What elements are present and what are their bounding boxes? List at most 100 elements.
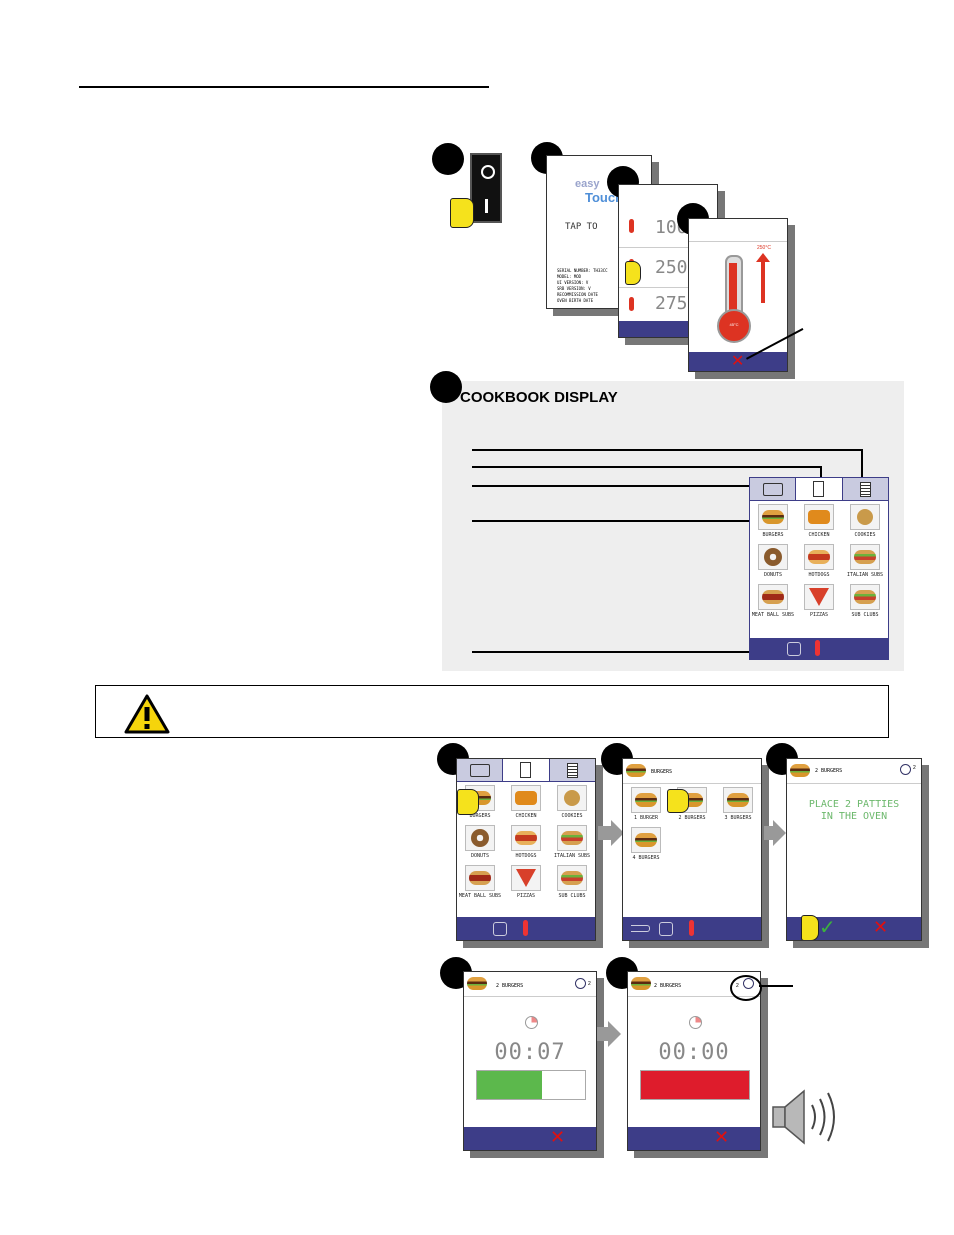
cookbook-icon [520, 762, 532, 778]
info-line: SERIAL NUMBER: TH33CC [557, 268, 608, 273]
hotdog-icon [804, 544, 834, 570]
power-switch-icon[interactable] [470, 153, 502, 223]
thermometer-icon [629, 219, 634, 233]
search-stage-icon[interactable] [900, 764, 911, 775]
leader-line-favorite-tab [472, 485, 762, 487]
thermometer-icon[interactable] [689, 920, 694, 936]
cancel-icon[interactable]: ✕ [731, 351, 745, 370]
tab-row [457, 759, 595, 782]
stage-number: 2 [588, 981, 591, 987]
category-item[interactable]: CHICKEN [503, 785, 549, 819]
info-line: SRB VERSION: V [557, 286, 591, 291]
tab-cookbook[interactable] [796, 478, 843, 500]
pointing-hand-icon [801, 915, 819, 940]
up-arrow-head [756, 253, 770, 262]
prompt-line-1: PLACE 2 PATTIES [808, 799, 900, 810]
cancel-icon[interactable]: ✕ [714, 1127, 730, 1148]
cancel-icon[interactable]: ✕ [873, 917, 889, 938]
burger-icon [631, 787, 661, 813]
tap-text[interactable]: TAP TO [565, 222, 598, 232]
step-marker-5 [430, 371, 462, 403]
category-item[interactable]: SUB CLUBS [842, 584, 888, 618]
cookbook-icon [813, 481, 825, 497]
info-line: RECOMMISSION DATE [557, 292, 598, 297]
switch-off-symbol [481, 165, 495, 179]
pointing-hand-icon [457, 789, 479, 815]
cookbook-screen: BURGERS CHICKEN COOKIES DONUTS HOTDOGS ITALIA… [749, 477, 889, 660]
preheat-screen: 45°C 250°C ✕ [688, 218, 788, 372]
category-item[interactable]: ITALIAN SUBS [842, 544, 888, 578]
confirm-icon[interactable]: ✓ [819, 915, 836, 939]
recipe-item-label: 1 BURGER [633, 815, 659, 821]
leader-line-list-tab-drop [861, 449, 863, 479]
cooking-screen: 2 BURGERS 2 00:07 ✕ [463, 971, 597, 1151]
thermometer-icon[interactable] [523, 920, 528, 936]
category-item[interactable]: DONUTS [457, 825, 503, 859]
category-item[interactable]: PIZZAS [796, 584, 842, 618]
flow-arrow [598, 826, 612, 840]
tab-favorites[interactable] [457, 759, 504, 781]
category-item[interactable]: HOTDOGS [503, 825, 549, 859]
bottom-bar [628, 1127, 760, 1150]
lock-icon[interactable] [659, 922, 673, 936]
category-grid: BURGERS CHICKEN COOKIES DONUTS HOTDOGS ITALIA… [750, 504, 888, 618]
chicken-icon [804, 504, 834, 530]
tab-list[interactable] [549, 759, 595, 781]
category-label: HOTDOGS [808, 572, 830, 578]
category-label: CHICKEN [808, 532, 830, 538]
flow-arrow-head [773, 820, 786, 846]
sub-icon [850, 544, 880, 570]
category-item[interactable]: ITALIAN SUBS [549, 825, 595, 859]
thermometer-fill [729, 263, 737, 319]
category-item[interactable]: MEAT BALL SUBS [457, 865, 503, 899]
category-label: MEAT BALL SUBS [751, 612, 795, 618]
category-item[interactable]: DONUTS [750, 544, 796, 578]
progress-bar [476, 1070, 586, 1100]
prompt-header-label: 2 BURGERS [815, 768, 843, 774]
back-icon[interactable] [631, 925, 650, 932]
tab-list[interactable] [842, 478, 888, 500]
info-line: UI VERSION: V [557, 280, 589, 285]
bottom-bar [623, 917, 761, 940]
category-item[interactable]: BURGERS [750, 504, 796, 538]
burger-icon [631, 827, 661, 853]
clock-icon [689, 1016, 702, 1029]
recipe-header: BURGERS [623, 759, 761, 784]
prompt-line-2: IN THE OVEN [820, 811, 888, 822]
category-item[interactable]: MEAT BALL SUBS [750, 584, 796, 618]
thermometer-icon[interactable] [815, 640, 820, 656]
leader-line-categories [472, 520, 752, 522]
flow-arrow [597, 1027, 609, 1041]
category-item[interactable]: COOKIES [549, 785, 595, 819]
stage-number: 2 [913, 765, 916, 771]
category-label: DONUTS [763, 572, 783, 578]
category-item[interactable]: SUB CLUBS [549, 865, 595, 899]
recipe-item[interactable]: 3 BURGERS [715, 787, 761, 821]
category-item[interactable]: PIZZAS [503, 865, 549, 899]
tab-cookbook[interactable] [503, 759, 550, 781]
pizza-icon [804, 584, 834, 610]
tab-favorites[interactable] [750, 478, 797, 500]
sub-icon [850, 584, 880, 610]
lock-icon[interactable] [787, 642, 801, 656]
cooking-header-label: 2 BURGERS [496, 983, 524, 989]
progress-fill [477, 1071, 542, 1099]
burger-icon [790, 764, 810, 777]
cancel-icon[interactable]: ✕ [550, 1127, 566, 1148]
recipe-item[interactable]: 1 BURGER [623, 787, 669, 821]
category-item[interactable]: COOKIES [842, 504, 888, 538]
bottom-bar [464, 1127, 596, 1150]
leader-line-list-tab [472, 449, 863, 451]
lock-icon[interactable] [493, 922, 507, 936]
category-item[interactable]: HOTDOGS [796, 544, 842, 578]
recipe-header-label: BURGERS [651, 769, 673, 775]
chicken-icon [511, 785, 541, 811]
thermometer-icon: 45°C [717, 255, 751, 343]
category-item[interactable]: CHICKEN [796, 504, 842, 538]
recipe-item[interactable]: 4 BURGERS [623, 827, 669, 861]
current-temp: 45°C [729, 322, 739, 327]
search-stage-icon[interactable] [575, 978, 586, 989]
recipe-item-label: 4 BURGERS [632, 855, 660, 861]
